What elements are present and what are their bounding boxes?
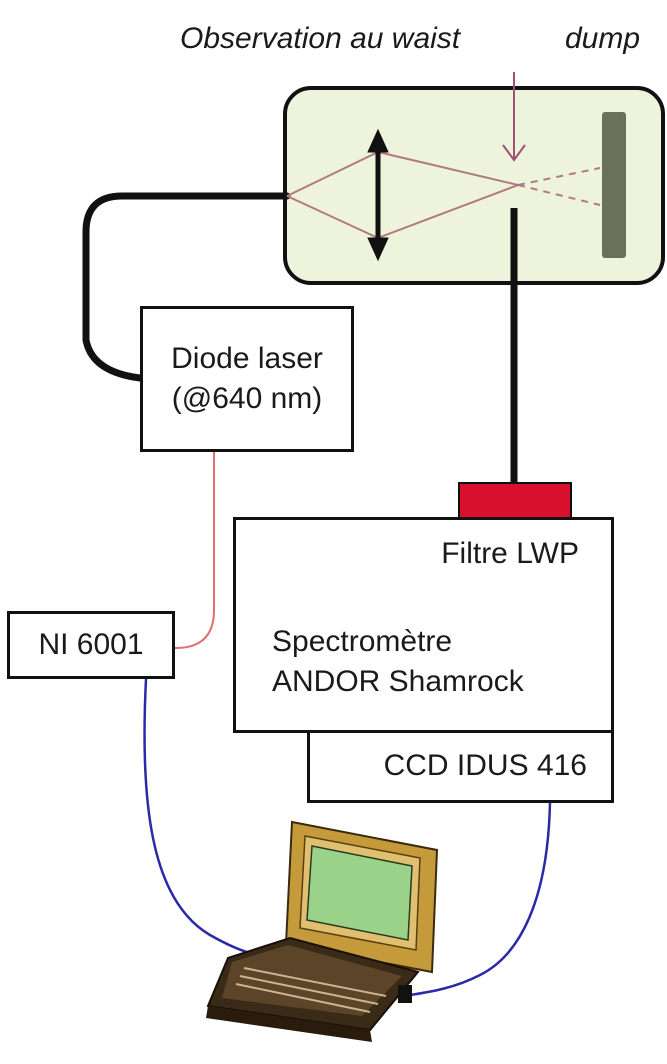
- filter-label: Filtre LWP: [441, 537, 579, 570]
- spectrometer-label-line1: Spectromètre: [272, 625, 453, 658]
- lens-double-arrow-icon: [367, 128, 389, 262]
- laser-beam: [286, 151, 601, 239]
- ccd-label: CCD IDUS 416: [383, 749, 587, 782]
- spectrometer-label-line2: ANDOR Shamrock: [272, 665, 524, 698]
- observation-label: Observation au waist: [180, 22, 461, 55]
- diode-label-line2: (@640 nm): [171, 382, 323, 415]
- observation-arrow-icon: [502, 72, 526, 162]
- dump-label: dump: [565, 22, 641, 55]
- beam-dump-block: [602, 112, 626, 258]
- ni-6001-box: NI 6001: [7, 611, 175, 679]
- ni-6001-label: NI 6001: [38, 628, 144, 661]
- lwp-filter-block: [458, 482, 572, 520]
- trigger-wire: [172, 452, 215, 649]
- usb-cable-ccd: [409, 801, 552, 997]
- ccd-camera-box: CCD IDUS 416: [307, 730, 614, 803]
- laptop-icon: [206, 820, 439, 1042]
- diode-label-line1: Diode laser: [171, 342, 323, 375]
- diode-laser-box: Diode laser (@640 nm): [140, 306, 354, 452]
- optical-fiber: [82, 192, 291, 382]
- spectrometer-box: Filtre LWP Spectromètre ANDOR Shamrock: [233, 517, 614, 733]
